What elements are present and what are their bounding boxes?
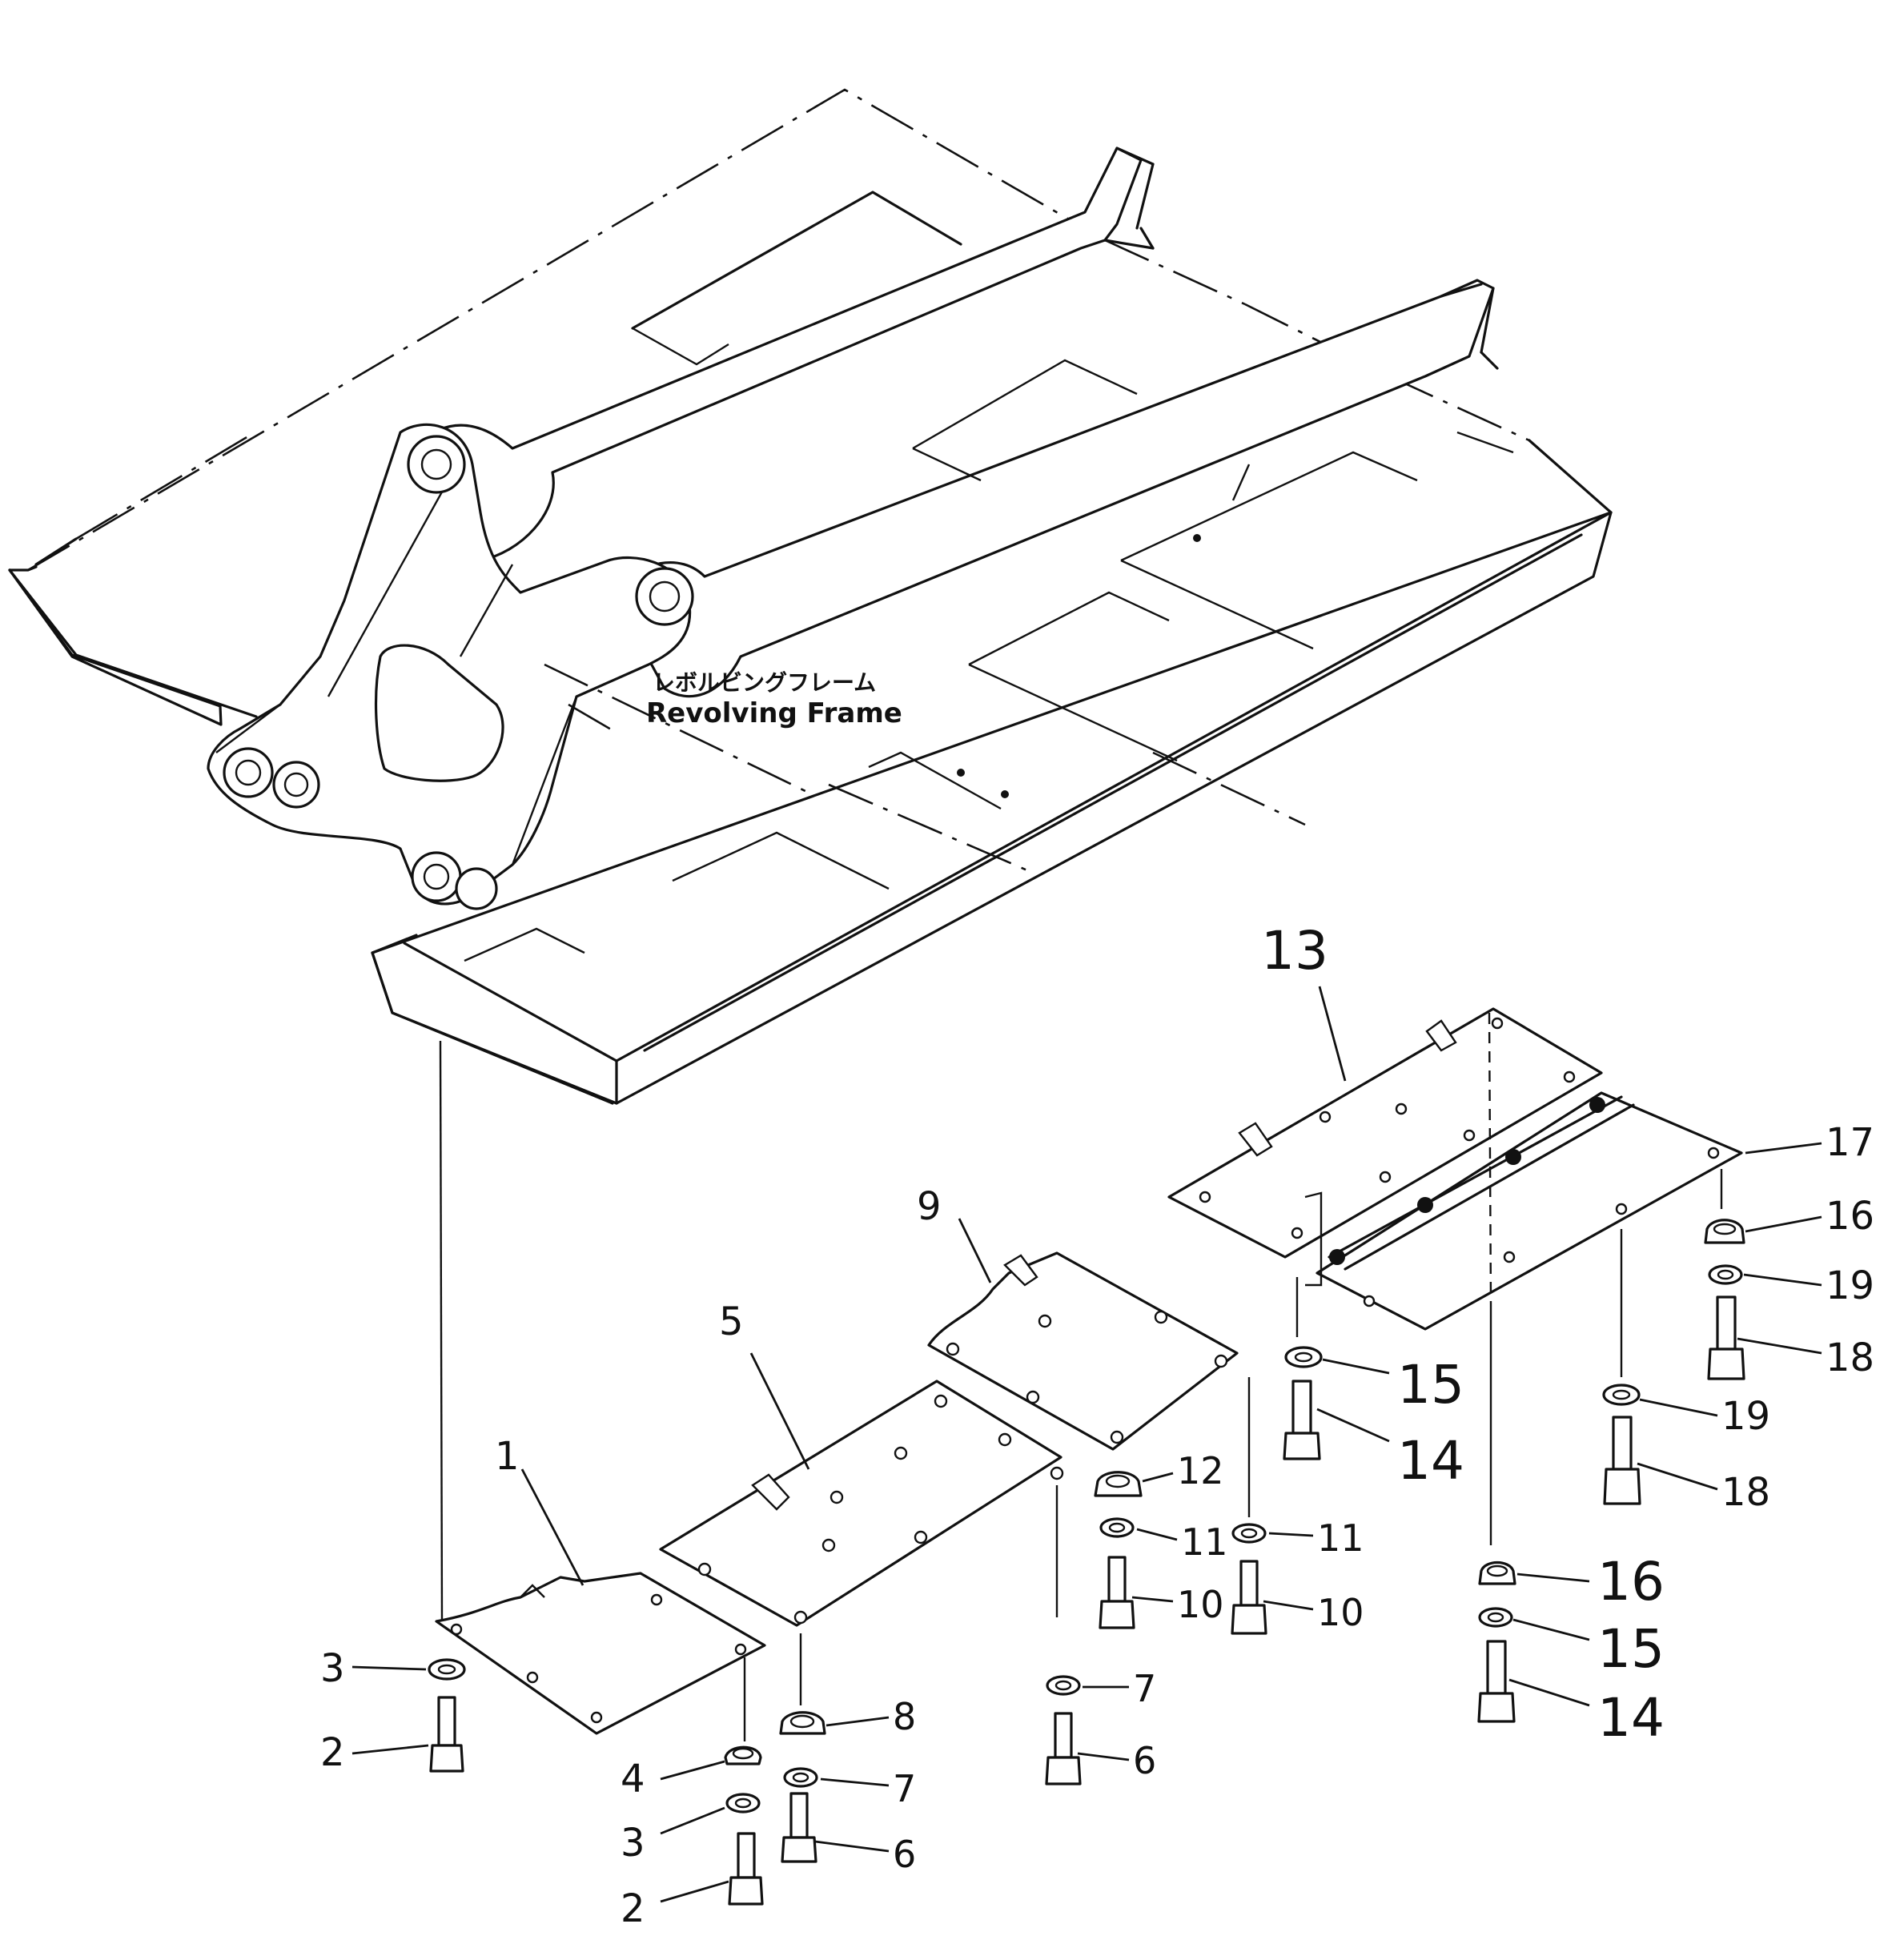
washer-3-left: [428, 1658, 466, 1681]
washer-15-a: [1284, 1346, 1323, 1368]
washer-3-right: [725, 1793, 761, 1813]
callout-2-right: 2: [621, 1886, 645, 1931]
callout-14-lower: 14: [1597, 1687, 1665, 1749]
alignment-line: [439, 1040, 444, 1622]
washer-7-a: [783, 1767, 818, 1788]
callout-15-upper: 15: [1397, 1354, 1464, 1416]
bolt-10-b: [1231, 1560, 1267, 1635]
leader-lines: [351, 986, 1822, 1903]
fasteners: [428, 1219, 1745, 1906]
nut-16-b: [1704, 1219, 1745, 1244]
callout-14-upper: 14: [1397, 1430, 1464, 1492]
bolt-18-a: [1603, 1416, 1641, 1505]
washer-15-b: [1478, 1607, 1513, 1628]
callout-1: 1: [495, 1434, 520, 1479]
callout-6-lower: 6: [893, 1833, 916, 1876]
callout-11-left: 11: [1181, 1520, 1228, 1564]
bolt-14-a: [1283, 1380, 1321, 1460]
callout-numbers: 13 17 16 19 18 19 18 15 14 16 15 14 9 12…: [320, 920, 1874, 1931]
callout-15-lower: 15: [1597, 1618, 1665, 1680]
callout-3-right: 3: [621, 1821, 645, 1866]
washer-11-b: [1231, 1523, 1267, 1544]
callout-11-right: 11: [1317, 1516, 1364, 1560]
callout-2-left: 2: [320, 1730, 345, 1775]
callout-16-lower: 16: [1597, 1551, 1665, 1613]
callout-9: 9: [917, 1184, 942, 1229]
cover-plate-1: [435, 1572, 766, 1735]
callout-6-upper: 6: [1133, 1739, 1156, 1782]
callout-8: 8: [893, 1695, 916, 1738]
bolt-18-b: [1707, 1295, 1745, 1380]
callout-5: 5: [719, 1299, 744, 1344]
bolt-2-left: [429, 1696, 464, 1773]
callout-18-upper: 18: [1826, 1336, 1874, 1380]
callout-19-upper: 19: [1826, 1263, 1874, 1308]
washer-11-a: [1099, 1517, 1135, 1538]
callout-4: 4: [621, 1757, 645, 1801]
callout-17: 17: [1826, 1120, 1874, 1165]
nut-12: [1094, 1471, 1143, 1497]
bolt-2-right: [728, 1832, 764, 1906]
callout-13: 13: [1261, 920, 1328, 982]
callout-18-lower: 18: [1721, 1470, 1770, 1515]
washer-19-a: [1602, 1384, 1641, 1406]
callout-16-upper: 16: [1826, 1194, 1874, 1239]
revolving-frame: レボルビングフレーム Revolving Frame: [8, 88, 1613, 1105]
washer-7-b: [1046, 1675, 1081, 1696]
callout-7-upper: 7: [1133, 1667, 1156, 1710]
bolt-14-b: [1477, 1640, 1516, 1723]
nut-16-a: [1478, 1560, 1516, 1585]
callout-10-right: 10: [1317, 1591, 1364, 1634]
nut-4: [724, 1745, 762, 1765]
frame-label-english: Revolving Frame: [646, 697, 902, 729]
washer-19-b: [1708, 1264, 1743, 1285]
callout-7-lower: 7: [893, 1767, 916, 1810]
cover-plate-9: [927, 1251, 1239, 1451]
callout-12: 12: [1177, 1449, 1224, 1492]
callout-19-lower: 19: [1721, 1394, 1770, 1439]
callout-3-left: 3: [320, 1646, 345, 1691]
bolt-10-a: [1099, 1556, 1135, 1629]
callout-10-left: 10: [1177, 1583, 1224, 1626]
bolt-6-a: [781, 1792, 817, 1863]
frame-label-japanese: レボルビングフレーム: [653, 669, 876, 696]
cover-plate-13: [1167, 1007, 1743, 1331]
nut-8: [779, 1711, 826, 1735]
cover-plate-5: [659, 1380, 1064, 1627]
bolt-6-b: [1045, 1712, 1082, 1785]
